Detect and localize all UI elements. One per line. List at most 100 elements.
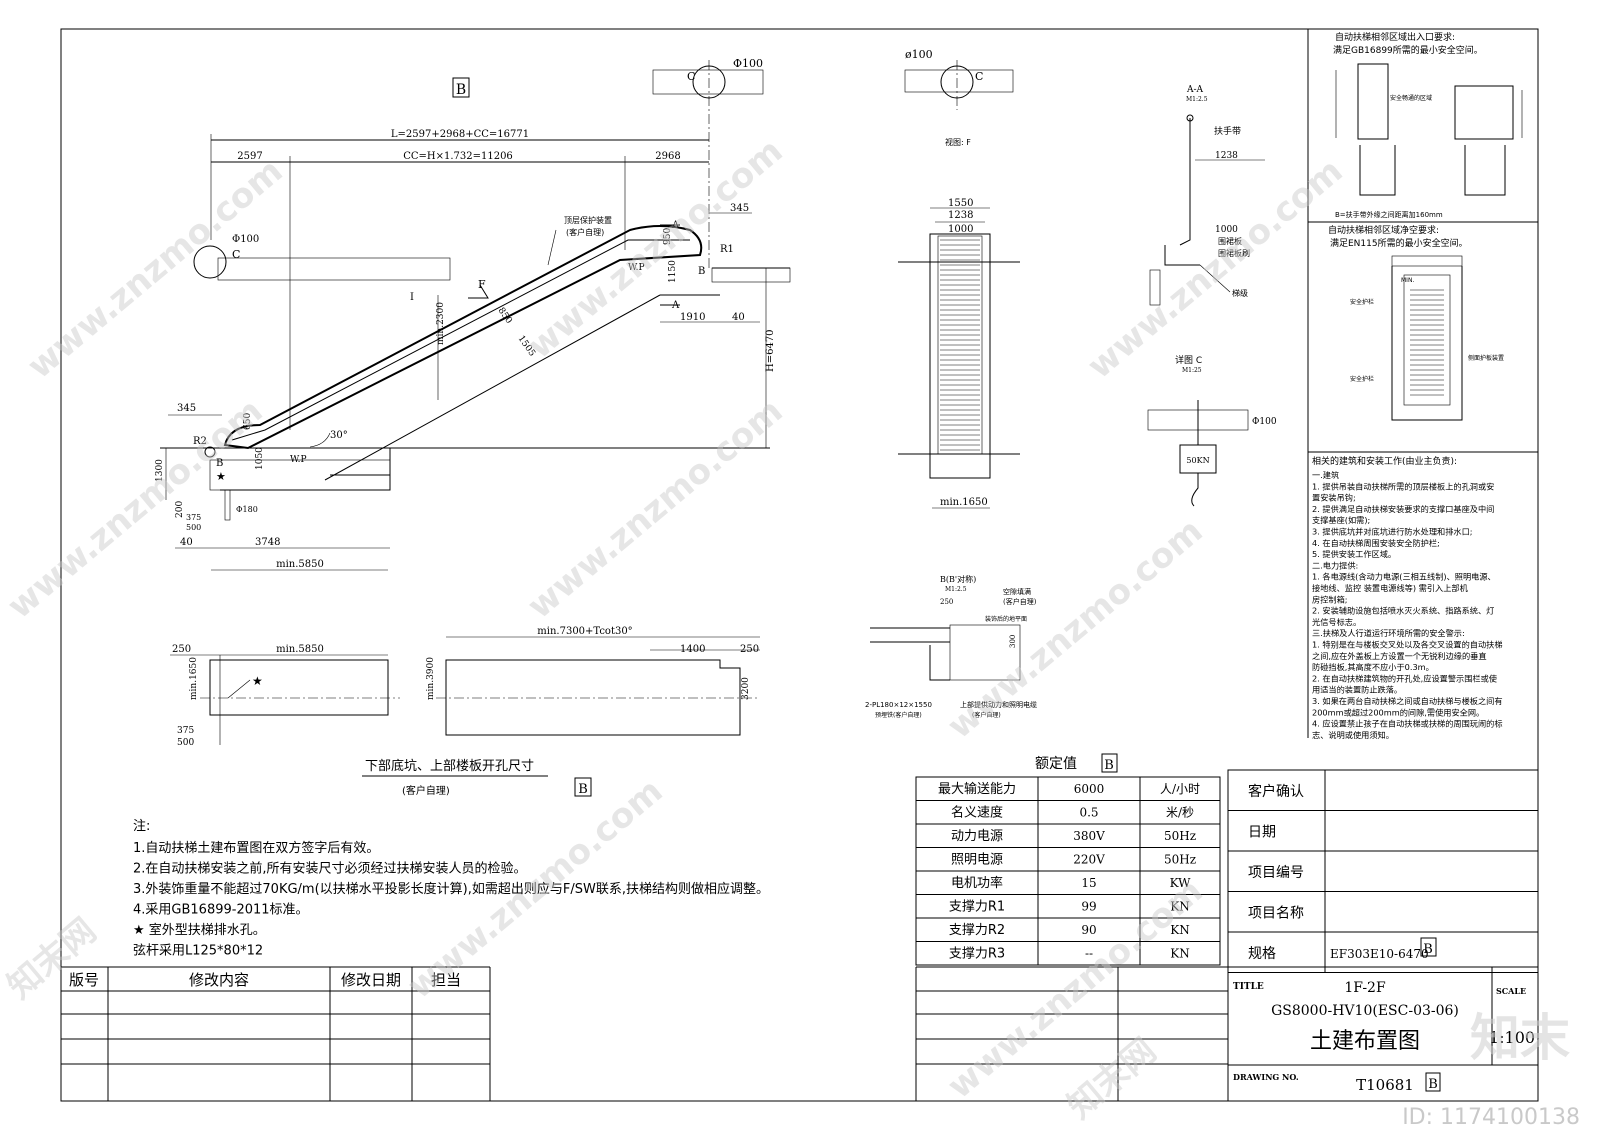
front-dim-min1650: min.1650 — [940, 497, 988, 508]
rp-top-title: 自动扶梯相邻区域出入口要求: — [1335, 31, 1455, 43]
label-b-top: B — [698, 266, 705, 277]
aa-scale: M1:2.5 — [1186, 96, 1208, 103]
watermark-id: ID: 1174100138 — [1402, 1105, 1580, 1130]
plan-dim-375: 375 — [177, 726, 194, 736]
customer-label: 项目名称 — [1248, 906, 1304, 922]
dim-345-top: 345 — [730, 203, 749, 214]
label-r2: R2 — [193, 436, 207, 447]
customer-value: EF303E10-6470 — [1330, 947, 1429, 961]
rating-value: 0.5 — [1079, 806, 1098, 820]
title-line3: 土建布置图 — [1310, 1029, 1420, 1054]
plan-dim-min7300: min.7300+Tcot30° — [537, 626, 632, 637]
plan-dim-min1650: min.1650 — [189, 657, 199, 700]
aa-title: A-A — [1186, 85, 1204, 95]
works-line: 5. 提供安装工作区域。 — [1312, 549, 1396, 559]
rp-guard1: 安全护栏 — [1350, 298, 1374, 306]
customer-row: 客户确认 — [1248, 783, 1304, 800]
note-line: 弦杆采用L125*80*12 — [133, 943, 263, 959]
works-line: 200mm或超过200mm的间隙,需使用安全网。 — [1312, 707, 1484, 717]
works-line: 房控制箱; — [1312, 594, 1348, 604]
dim-1150: 1150 — [668, 260, 678, 283]
drawing-label: DRAWING NO. — [1233, 1072, 1299, 1082]
front-dim-1238: 1238 — [948, 210, 973, 221]
detail-b-scale: M1:2.5 — [945, 586, 967, 593]
rating-name: 支撑力R3 — [949, 947, 1005, 962]
aa-dim-1238: 1238 — [1215, 151, 1238, 161]
dim-phi100-top: Φ100 — [733, 57, 763, 70]
detail-c-load: 50KN — [1186, 456, 1209, 465]
rating-value: 90 — [1081, 923, 1096, 937]
angle: 30° — [330, 430, 348, 441]
rating-unit: KN — [1170, 900, 1189, 914]
plan-dim-250-left: 250 — [172, 644, 191, 655]
plan-view: 250 min.5850 ★ min.1650 375 500 min.7300… — [170, 626, 760, 797]
works-line: 3. 如果在两台自动扶梯之间或自动扶梯与楼板之间有 — [1312, 696, 1503, 706]
scale-label: SCALE — [1496, 986, 1526, 996]
rating-unit: 人/小时 — [1160, 782, 1200, 796]
rating-name: 名义速度 — [951, 805, 1003, 821]
works-line: 支撑基座(如需); — [1312, 515, 1370, 525]
dim-right: 2968 — [655, 151, 680, 162]
aa-dim-1000: 1000 — [1215, 225, 1238, 235]
plan-dim-3200: 3200 — [741, 677, 751, 700]
label-c-top: C — [687, 70, 695, 83]
view-b-tag: B — [456, 82, 466, 98]
title-line1: 1F-2F — [1344, 980, 1386, 996]
front-dim-1000: 1000 — [948, 224, 973, 235]
works-line: 1. 特别是在与楼板交叉处以及各交叉设置的自动扶梯 — [1312, 640, 1503, 650]
works-line: 之间,应在外盖板上方设置一个无锐利边缘的垂直 — [1312, 651, 1487, 661]
rating-value: 6000 — [1074, 782, 1105, 796]
drawing-value: T10681 — [1356, 1076, 1414, 1094]
works-line: 1. 各电源线(含动力电源(三相五线制)、照明电源、 — [1312, 572, 1496, 582]
dim-950: 950 — [663, 228, 673, 245]
customer-label: 客户确认 — [1248, 783, 1304, 800]
works-line: 二.电力提供: — [1312, 560, 1358, 570]
note-line: 4.采用GB16899-2011标准。 — [133, 903, 309, 918]
customer-grid — [1227, 769, 1539, 973]
works-line: 4. 在自动扶梯周围安装安全防护栏; — [1312, 538, 1440, 548]
dim-cc: CC=H×1.732=11206 — [403, 151, 513, 162]
aa-skirt-brush: 围裙板刷 — [1218, 248, 1250, 258]
rp-top-sub: 满足GB16899所需的最小安全空间。 — [1333, 44, 1483, 56]
rating-value: 220V — [1073, 853, 1105, 867]
detail-c-scale: M1:25 — [1182, 367, 1202, 374]
customer-row: 项目编号 — [1248, 865, 1304, 881]
watermark-cn-1: 知末网 — [0, 911, 104, 1007]
rev-header-0: 版号 — [69, 971, 99, 989]
title-block: TITLE 1F-2F GS8000-HV10(ESC-03-06) 土建布置图… — [1227, 966, 1538, 1101]
works-line: 2. 提供满足自动扶梯安装要求的支撑口基座及中间 — [1312, 504, 1494, 514]
rating-unit: KW — [1170, 876, 1192, 890]
rating-name: 支撑力R1 — [949, 900, 1005, 915]
dim-total: L=2597+2968+CC=16771 — [391, 129, 529, 140]
rev-header-2: 修改日期 — [341, 971, 401, 989]
section-aa: A-A M1:2.5 扶手带 1238 1000 围裙板 围裙板刷 梯级 — [1149, 85, 1265, 306]
label-i: I — [410, 292, 414, 303]
front-view-f: 视图: F — [945, 137, 971, 147]
dim-500-elev: 500 — [186, 523, 201, 532]
rating-unit: KN — [1170, 947, 1189, 961]
label-a-top: A — [671, 220, 680, 231]
works-line: 2. 在自动扶梯建筑物的开孔处,应设置警示围栏或使 — [1312, 673, 1497, 683]
works-line: 4. 应设置禁止孩子在自动扶梯或扶梯的周围玩闹的标 — [1312, 719, 1503, 729]
detail-b-finished: 装饰后的地平面 — [985, 615, 1027, 623]
aa-skirt: 围裙板 — [1218, 236, 1242, 246]
watermark-text-5: www.znzmo.com — [520, 391, 790, 627]
works-line: 一.建筑 — [1312, 470, 1339, 480]
detail-c-title: 详图 C — [1175, 354, 1202, 366]
label-wp-top: W.P — [628, 263, 645, 273]
watermark-logo: 知末 — [1470, 1009, 1570, 1067]
rating-name: 支撑力R2 — [949, 923, 1005, 938]
label-r1: R1 — [720, 244, 734, 255]
rating-value: -- — [1085, 947, 1093, 961]
works-line: 1. 提供吊装自动扶梯所需的顶层楼板上的孔洞或安 — [1312, 481, 1494, 491]
works-line: 置安装吊钩; — [1312, 493, 1356, 503]
dim-phi100-left: Φ100 — [232, 234, 259, 245]
works-line: 三.扶梯及人行道运行环境所需的安全警示: — [1312, 628, 1465, 638]
title-label: TITLE — [1233, 982, 1264, 992]
